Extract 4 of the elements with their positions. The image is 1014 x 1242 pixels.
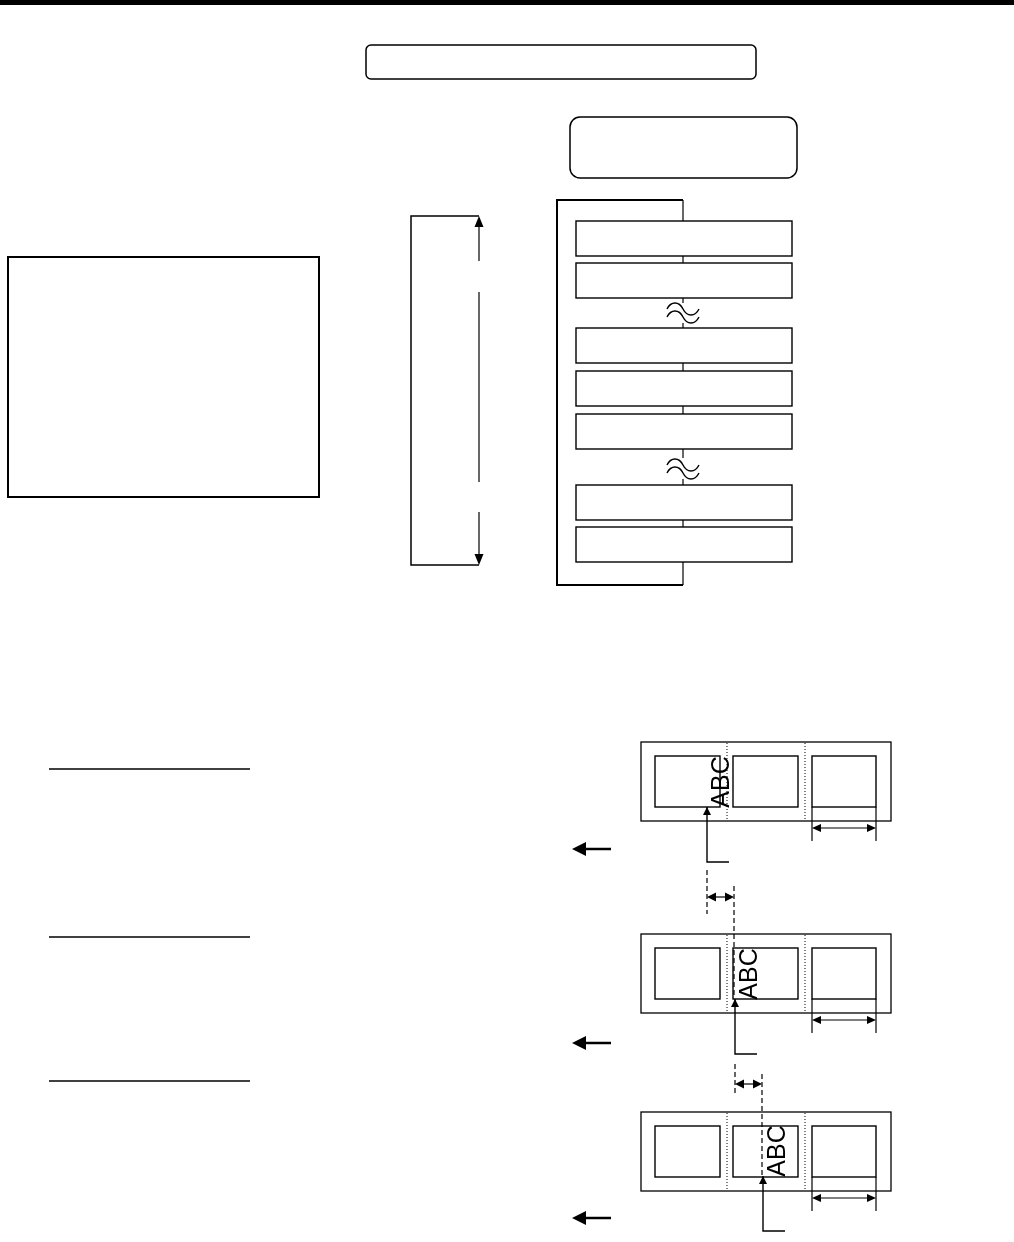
leader-arrow: [731, 998, 758, 1055]
leader-arrow: [759, 1175, 786, 1232]
leader-arrow: [703, 806, 730, 863]
rotated-sample-text: ABC: [707, 755, 732, 808]
